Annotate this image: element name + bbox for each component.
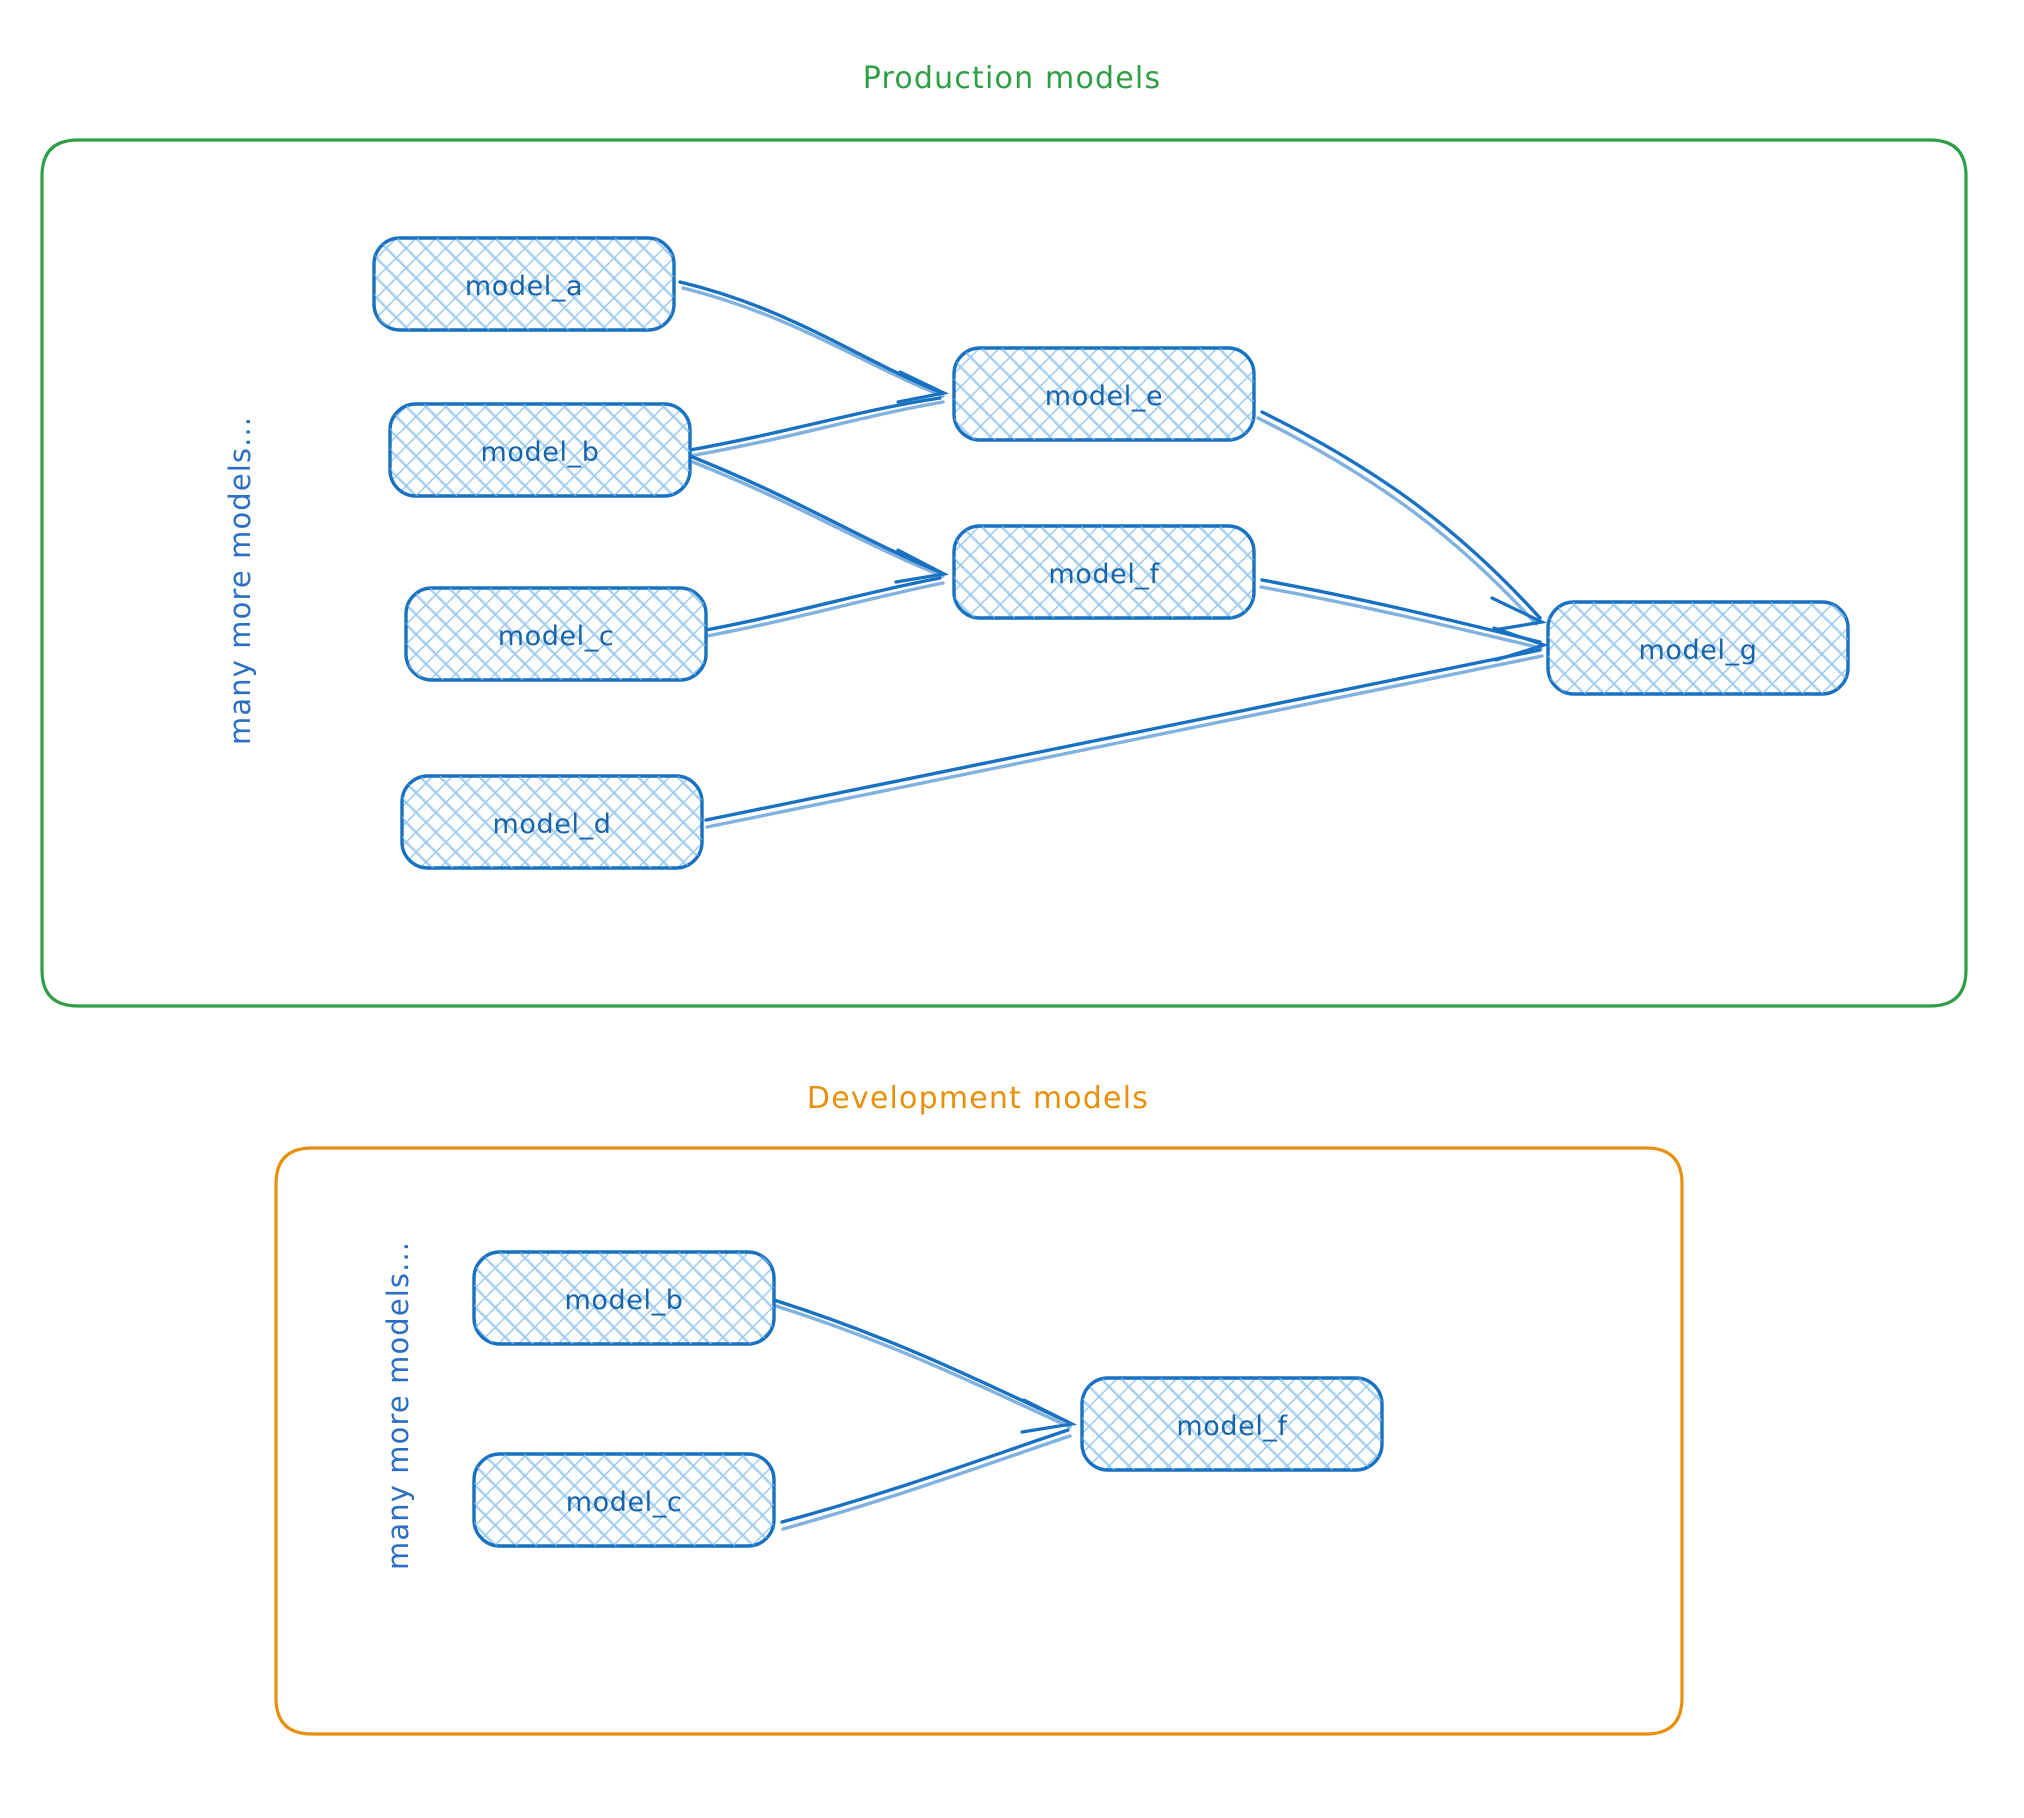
node-dev-model-c[interactable]: model_c xyxy=(472,1452,776,1548)
edge-dev-model-c-to-model-f xyxy=(780,1428,1072,1531)
production-title: Production models xyxy=(863,61,1162,96)
edge-model-a-to-model-e xyxy=(678,280,950,404)
edge-model-f-to-model-g xyxy=(1259,578,1550,662)
node-model-g[interactable]: model_g xyxy=(1546,600,1850,696)
development-frame xyxy=(274,1146,1684,1736)
node-model-f-label: model_f xyxy=(1048,559,1160,590)
node-model-d[interactable]: model_d xyxy=(400,774,704,870)
node-model-a-label: model_a xyxy=(465,271,583,302)
node-model-b-label: model_b xyxy=(481,437,600,468)
node-model-c-label: model_c xyxy=(498,621,615,652)
node-model-f[interactable]: model_f xyxy=(952,524,1256,620)
development-title: Development models xyxy=(807,1081,1149,1116)
node-model-e-label: model_e xyxy=(1045,381,1163,412)
edge-model-b-to-model-f xyxy=(688,454,949,584)
production-side-label: many more models... xyxy=(223,416,257,745)
development-side-label: many more models... xyxy=(381,1241,415,1570)
node-dev-model-f[interactable]: model_f xyxy=(1080,1376,1384,1472)
development-edges xyxy=(772,1298,1078,1531)
group-development: Development models many more models... m… xyxy=(274,1081,1684,1736)
edge-model-c-to-model-f xyxy=(704,576,945,638)
node-model-a[interactable]: model_a xyxy=(372,236,676,332)
node-model-g-label: model_g xyxy=(1639,635,1758,666)
node-dev-model-b[interactable]: model_b xyxy=(472,1250,776,1346)
edge-model-e-to-model-g xyxy=(1256,410,1548,632)
edge-dev-model-b-to-model-f xyxy=(772,1298,1078,1434)
node-model-b[interactable]: model_b xyxy=(388,402,692,498)
node-dev-model-b-label: model_b xyxy=(565,1285,684,1316)
node-model-e[interactable]: model_e xyxy=(952,346,1256,442)
group-production: Production models many more models... xyxy=(40,61,1968,1008)
production-edges xyxy=(678,280,1550,829)
node-dev-model-c-label: model_c xyxy=(566,1487,683,1518)
node-model-c[interactable]: model_c xyxy=(404,586,708,682)
node-model-d-label: model_d xyxy=(493,809,612,840)
node-dev-model-f-label: model_f xyxy=(1176,1411,1288,1442)
production-frame xyxy=(40,138,1968,1008)
edge-model-d-to-model-g xyxy=(704,648,1544,829)
edge-model-b-to-model-e xyxy=(688,396,945,458)
